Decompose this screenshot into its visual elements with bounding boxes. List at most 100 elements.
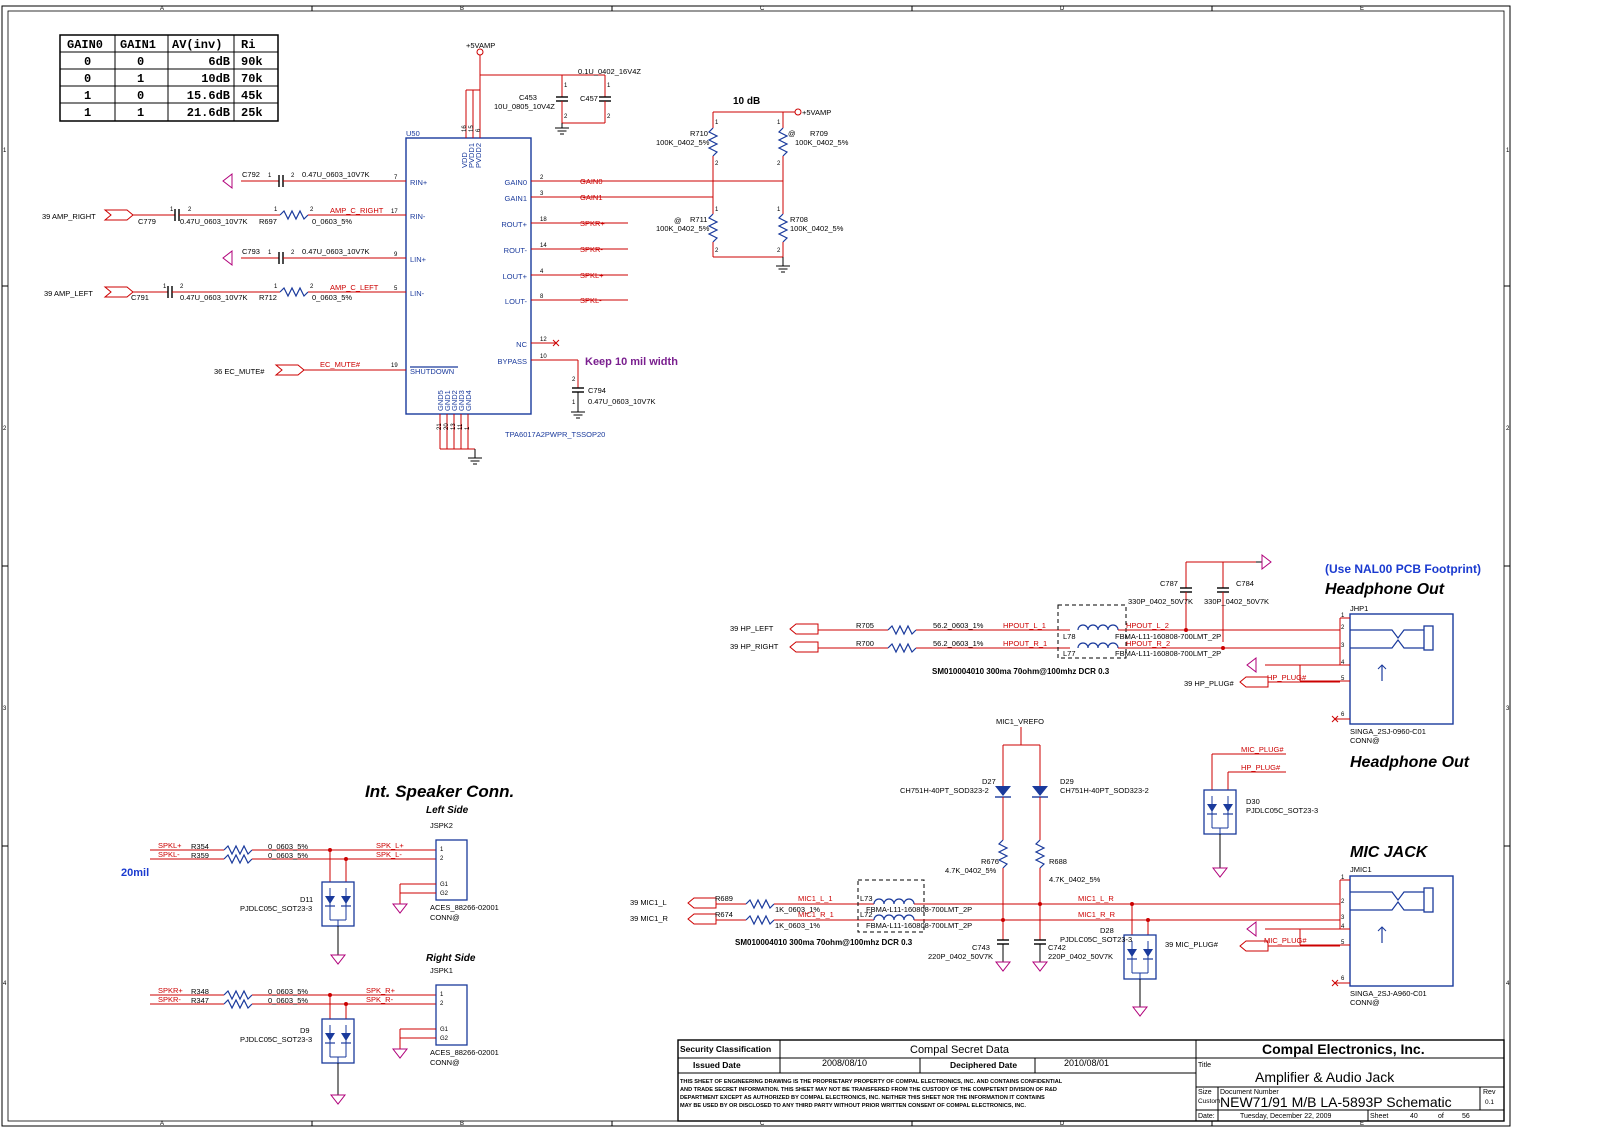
disclaimer-line: DEPARTMENT EXCEPT AS AUTHORIZED BY COMPA… [680,1095,1045,1101]
c792-val: 0.47U_0603_10V7K [302,170,370,179]
pin-gnd5: GND5 [436,390,445,411]
svg-text:4: 4 [1341,660,1345,666]
pin-num: 2 [540,175,544,181]
svg-text:1: 1 [572,400,576,406]
svg-text:1: 1 [777,120,781,126]
net-hp-plug: 39 HP_PLUG# [1184,679,1234,688]
keep-10mil-note: Keep 10 mil width [585,356,678,368]
d11-ref: D11 [300,895,313,904]
pin-gnd4: GND4 [464,390,473,411]
d28-part: PJDLC05C_SOT23-3 [1060,935,1132,944]
net-mic1-r1: MIC1_R_1 [798,910,834,919]
pin-num: 18 [540,217,547,223]
gain-table-cell: 0 [84,55,91,69]
net-spkr-minus: SPKR- [580,245,603,254]
net-amp-c-right: AMP_C_RIGHT [330,206,384,215]
net-mic-plug-d30: MIC_PLUG# [1241,745,1284,754]
l72-ref: L72 [860,910,873,919]
row-label: 4 [1506,981,1510,987]
d27-part: CH751H-40PT_SOD323-2 [900,786,989,795]
r708-ref: R708 [790,215,808,224]
security-value: Compal Secret Data [910,1044,1010,1056]
size-value: Custom [1198,1098,1220,1105]
net-ec-mute-label: EC_MUTE# [320,360,361,369]
headphone-title: Headphone Out [1325,581,1445,598]
svg-text:2: 2 [715,248,719,254]
svg-text:1: 1 [777,207,781,213]
gain-table-cell: 45k [241,89,263,103]
l77-val: FBMA-L11-160808-700LMT_2P [1115,649,1221,658]
pin-pvdd2: PVDD2 [474,143,483,168]
pin-gnd2: GND2 [450,390,459,411]
gain-table-cell: 90k [241,55,263,69]
pin-num: 7 [394,175,398,181]
svg-text:2: 2 [310,284,314,290]
pin-lout-plus: LOUT+ [503,272,528,281]
r674-val: 1K_0603_1% [775,921,820,930]
net-spk-r-plus: SPK_R+ [366,986,396,995]
c787-val: 330P_0402_50V7K [1128,597,1193,606]
svg-text:1: 1 [274,207,278,213]
pin-num: 11 [458,423,464,430]
pin-num: 13 [451,423,457,430]
pin-num: 9 [394,252,398,258]
r347-ref: R347 [191,996,209,1005]
r712-val: 0_0603_5% [312,293,352,302]
jspk1-part: ACES_88266-02001 [430,1048,499,1057]
net-mic1-lr: MIC1_L_R [1078,894,1114,903]
c742-val: 220P_0402_50V7K [1048,952,1113,961]
docnum-value: NEW71/91 M/B LA-5893P Schematic [1220,1094,1452,1110]
mic-bead-note: SM010004010 300ma 70ohm@100mhz DCR 0.3 [735,938,913,947]
r697-ref: R697 [259,217,277,226]
l77-ref: L77 [1063,649,1076,658]
net-mic1-l: 39 MIC1_L [630,898,667,907]
c794-val: 0.47U_0603_10V7K [588,397,656,406]
c779-ref: C779 [138,217,156,226]
c787-ref: C787 [1160,579,1178,588]
pin-num: 14 [540,243,547,249]
svg-text:4: 4 [1341,924,1345,930]
gain-table-header: GAIN0 [67,38,103,52]
d30-part: PJDLC05C_SOT23-3 [1246,806,1318,815]
col-label: E [1360,6,1364,12]
c742-ref: C742 [1048,943,1066,952]
u50-ref: U50 [406,129,420,138]
c791-val: 0.47U_0603_10V7K [180,293,248,302]
pin-pvdd1: PVDD1 [467,143,476,168]
col-label: E [1360,1121,1364,1127]
of-label: of [1438,1113,1444,1120]
net-hpout-r1: HPOUT_R_1 [1003,639,1047,648]
right-side-title: Right Side [426,953,476,964]
r354-val: 0_0603_5% [268,842,308,851]
r689-val: 1K_0603_1% [775,905,820,914]
rev-value: 0.1 [1485,1099,1494,1106]
u50-part: TPA6017A2PWPR_TSSOP20 [505,430,605,439]
svg-text:1: 1 [274,284,278,290]
net-mic1-vrefo: MIC1_VREFO [996,717,1044,726]
date-label: Date: [1198,1113,1215,1120]
pin-lin-plus: LIN+ [410,255,427,264]
svg-text:G1: G1 [440,882,449,888]
pin-gain1: GAIN1 [504,194,527,203]
net-spkr-plus: SPKR+ [158,986,183,995]
l73-ref: L73 [860,894,873,903]
amplifier-u50: U50 TPA6017A2PWPR_TSSOP20 +5VAMP VDD PVD… [391,41,783,465]
svg-text:1: 1 [268,173,272,179]
svg-text:1: 1 [1341,875,1345,881]
pin-num: 20 [444,423,450,430]
gain-resistors: 10 dB +5VAMP R710 100K_0402_5% @ R709 10… [656,96,849,273]
svg-text:3: 3 [1341,915,1345,921]
svg-text:1: 1 [440,847,444,853]
svg-text:2: 2 [180,284,184,290]
net-spk-l-minus: SPK_L- [376,850,402,859]
r709-ref: R709 [810,129,828,138]
r676-val: 4.7K_0402_5% [945,866,997,875]
issued-value: 2008/08/10 [822,1058,867,1068]
r709-val: 100K_0402_5% [795,138,849,147]
net-hp-plug-d30: HP_PLUG# [1241,763,1281,772]
jspk1-conn: CONN@ [430,1058,460,1067]
d29-ref: D29 [1060,777,1074,786]
svg-text:2: 2 [440,1001,444,1007]
title-label: Title [1198,1062,1211,1069]
hp-bead-note: SM010004010 300ma 70ohm@100mhz DCR 0.3 [932,667,1110,676]
